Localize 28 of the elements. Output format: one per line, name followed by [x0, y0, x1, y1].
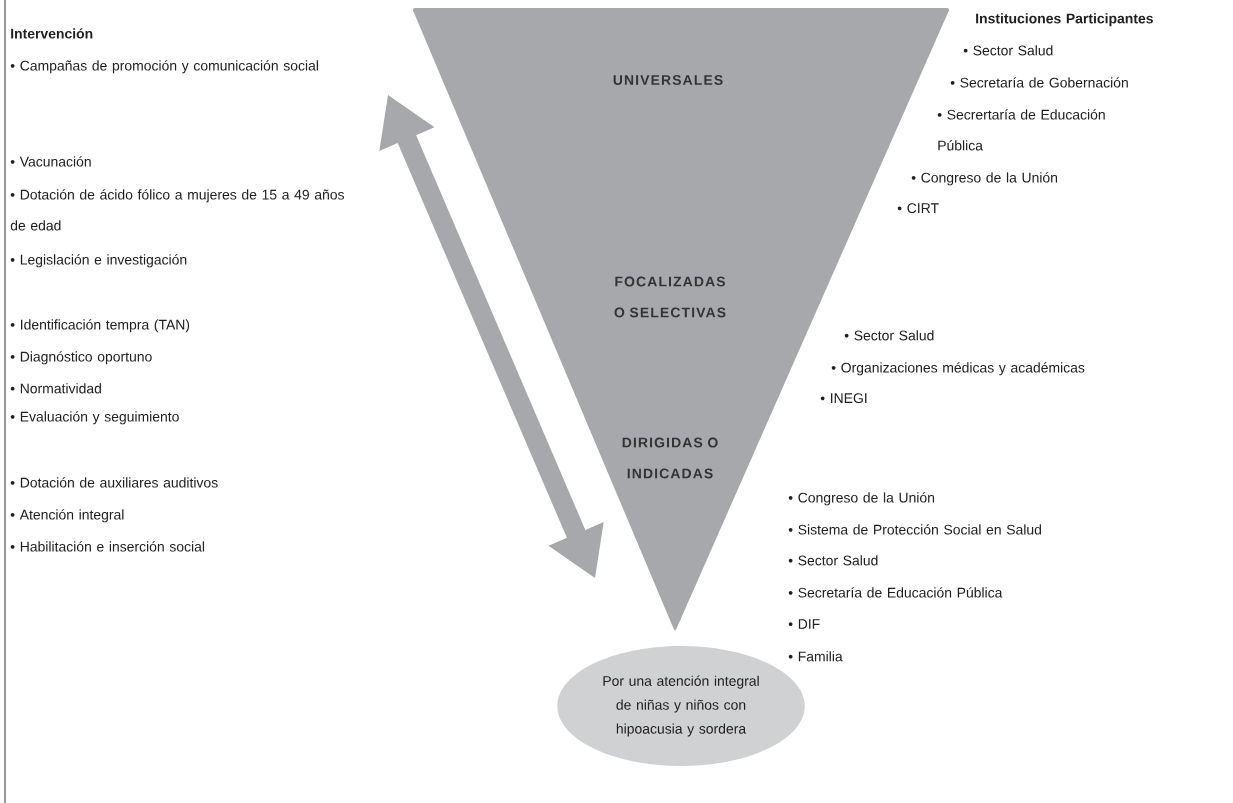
list-heading: Instituciones Participantes	[976, 13, 1153, 27]
list-item: • Sistema de Protección Social en Salud	[788, 524, 1041, 535]
list-item: • Sector Salud	[788, 555, 878, 566]
list-item: • Diagnóstico oportuno	[10, 351, 152, 365]
level-heading: UNIVERSALES	[613, 75, 723, 85]
list-item: • Congreso de la Unión	[788, 492, 935, 506]
list-item: • Normatividad	[10, 383, 101, 394]
list-item: • Congreso de la Unión	[911, 172, 1058, 186]
list-item: • INEGI	[820, 393, 867, 404]
list-item: • Secrertaría de Educación Pública	[937, 109, 1105, 151]
list-item: • Dotación de auxiliares auditivos	[10, 477, 218, 488]
list-item: • Secretaría de Educación Pública	[788, 587, 1003, 598]
list-item: • Organizaciones médicas y académicas	[831, 362, 1085, 376]
list-item: • Vacunación	[10, 156, 91, 167]
list-item: • CIRT	[897, 203, 939, 214]
list-item: • Campañas de promoción y comunicación social	[10, 60, 318, 74]
list-item: • Sector Salud	[844, 330, 934, 341]
list-item: • Identificación tempra (TAN)	[10, 319, 190, 333]
list-item: • Atención integral	[10, 509, 124, 523]
list-item: • Dotación de ácido fólico a mujeres de 15 a 49 años de edad	[10, 189, 345, 231]
list-item: • Sector Salud	[963, 45, 1053, 56]
list-heading: Intervención	[11, 28, 93, 39]
list-item: • Evaluación y seguimiento	[10, 411, 179, 425]
level-heading: DIRIGIDAS O INDICADAS	[622, 437, 718, 479]
list-item: • Legislación e investigación	[10, 254, 187, 268]
list-item: • Habilitación e inserción social	[10, 541, 205, 552]
level-heading: FOCALIZADAS O SELECTIVAS	[614, 276, 726, 318]
list-item: • DIF	[788, 619, 820, 629]
